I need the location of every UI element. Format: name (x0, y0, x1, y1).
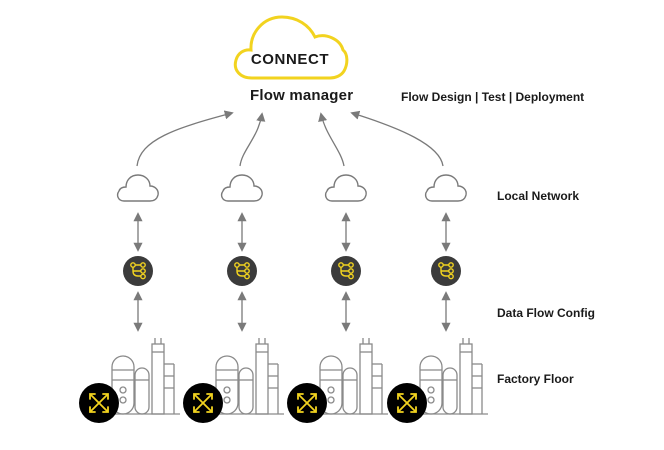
flow-stages-label: Flow Design | Test | Deployment (401, 90, 585, 104)
flow-node-icon (430, 255, 462, 287)
flow-node-icon (122, 255, 154, 287)
local-cloud-icon (220, 174, 263, 202)
node-column-1 (78, 174, 180, 424)
expand-arrows-icon (182, 382, 224, 424)
expand-arrows-icon (78, 382, 120, 424)
uplink-arrow-1 (136, 110, 234, 167)
local-network-label: Local Network (497, 189, 580, 203)
node-columns (78, 174, 488, 424)
local-cloud-icon (116, 174, 159, 202)
node-column-3 (286, 174, 388, 424)
flow-node-icon (330, 255, 362, 287)
local-cloud-icon (424, 174, 467, 202)
connect-cloud-icon (233, 15, 349, 80)
uplink-arrow-4 (350, 110, 444, 167)
node-column-2 (182, 174, 284, 424)
uplink-arrows (136, 110, 444, 167)
data-flow-config-label: Data Flow Config (497, 306, 595, 320)
local-cloud-icon (324, 174, 367, 202)
uplink-arrow-3 (318, 112, 345, 167)
expand-arrows-icon (386, 382, 428, 424)
uplink-arrow-2 (239, 112, 266, 167)
factory-floor-label: Factory Floor (497, 372, 574, 386)
flow-node-icon (226, 255, 258, 287)
connect-logo-text: CONNECT (251, 51, 329, 68)
expand-arrows-icon (286, 382, 328, 424)
node-column-4 (386, 174, 488, 424)
flow-manager-title: Flow manager (250, 87, 354, 104)
